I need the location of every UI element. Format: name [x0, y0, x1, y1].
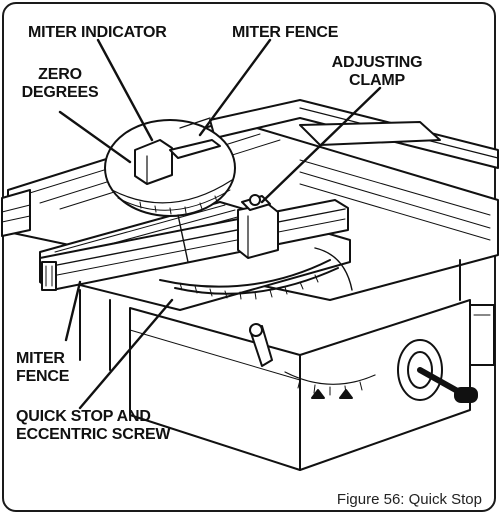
label-adjusting-clamp-line2: CLAMP: [349, 72, 405, 89]
label-miter-fence-left: MITER FENCE: [16, 350, 69, 386]
support-legs: [79, 259, 461, 371]
label-miter-fence-top: MITER FENCE: [232, 24, 339, 41]
figure-frame: [2, 2, 496, 512]
handwheel: [397, 339, 478, 403]
label-zero-degrees: ZERO DEGREES: [10, 66, 110, 102]
switch-box: [469, 304, 495, 366]
label-adjusting-clamp-line1: ADJUSTING: [331, 54, 423, 71]
label-quick-stop-line1: QUICK STOP AND: [16, 408, 151, 425]
label-zero-degrees-line1: ZERO: [38, 66, 82, 83]
left-extension-rail: [1, 189, 31, 237]
label-miter-indicator: MITER INDICATOR: [28, 24, 167, 41]
label-miter-fence-left-line1: MITER: [16, 350, 65, 367]
figure-caption: Figure 56: Quick Stop: [336, 491, 482, 508]
quick-stop-lever: [249, 323, 273, 367]
miter-protractor: [159, 247, 353, 300]
label-quick-stop-line2: ECCENTRIC SCREW: [16, 426, 171, 443]
label-zero-degrees-line2: DEGREES: [21, 84, 99, 101]
detail-magnifier: [104, 117, 236, 217]
label-miter-fence-left-line2: FENCE: [16, 368, 70, 385]
label-quick-stop: QUICK STOP AND ECCENTRIC SCREW: [16, 408, 171, 444]
label-adjusting-clamp: ADJUSTING CLAMP: [322, 54, 432, 90]
callout-leaders: [58, 38, 382, 410]
